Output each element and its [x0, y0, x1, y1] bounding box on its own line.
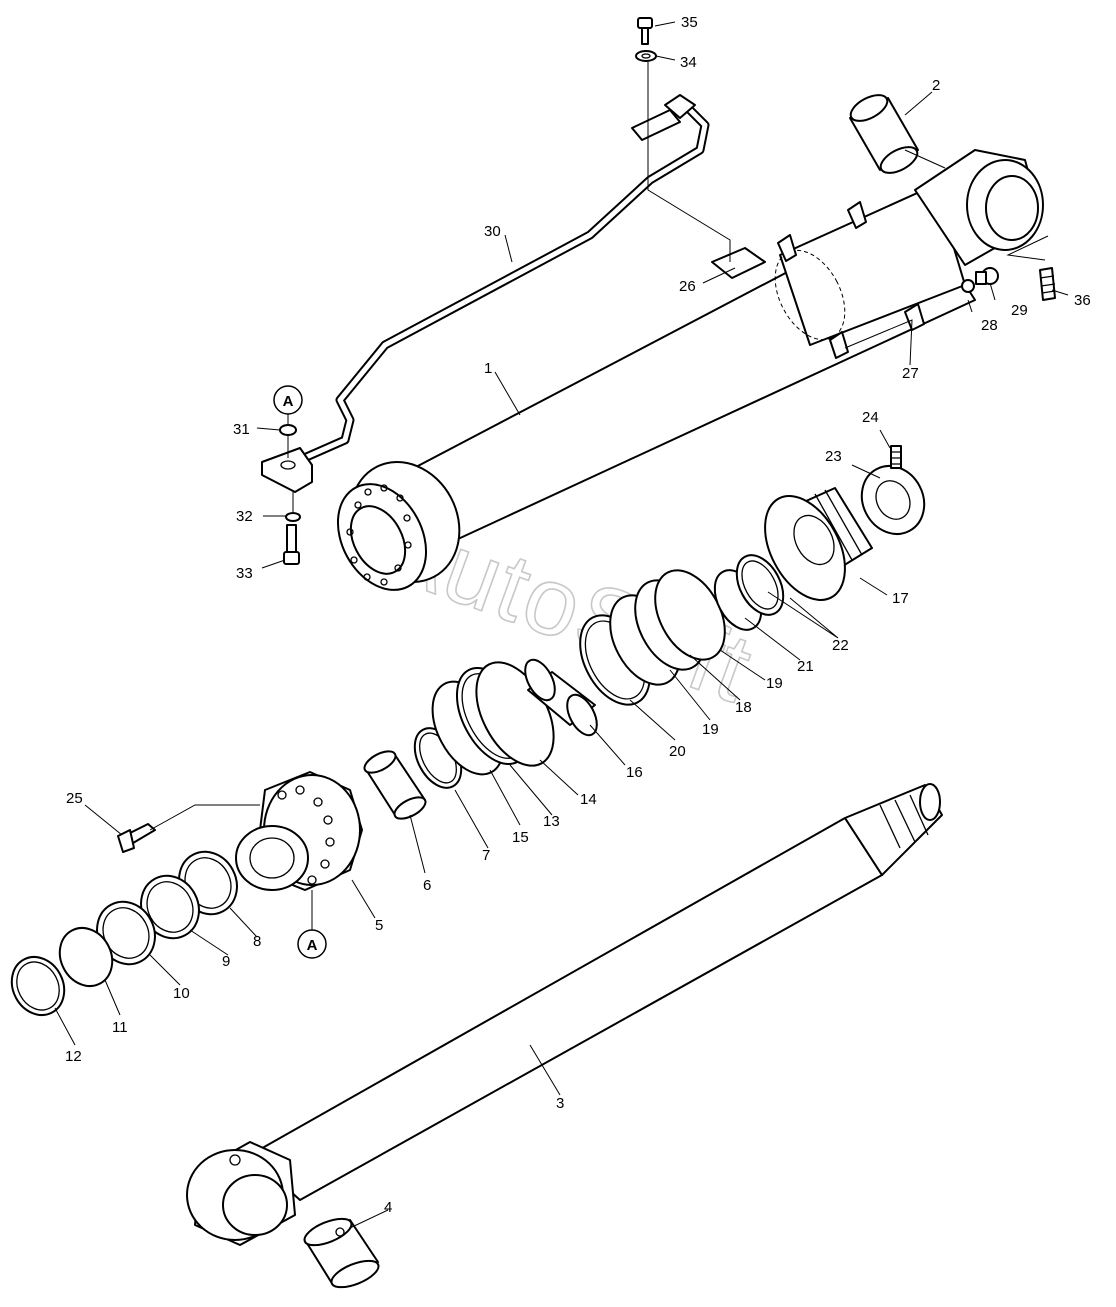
pipe-part-30 [261, 94, 710, 493]
label-part-29: 29 [1011, 302, 1028, 319]
label-part-35: 35 [681, 14, 698, 31]
label-part-3: 3 [556, 1095, 564, 1112]
label-part-21: 21 [797, 658, 814, 675]
label-part-24: 24 [862, 409, 879, 426]
leader-lines [54, 21, 1069, 1229]
seal-rings [10, 465, 926, 1016]
label-part-11: 11 [112, 1019, 128, 1036]
label-part-27: 27 [902, 365, 919, 382]
label-part-15: 15 [512, 829, 529, 846]
bushing-part-2 [849, 94, 919, 174]
hardware [117, 17, 1056, 853]
label-part-34: 34 [680, 54, 697, 71]
label-part-19a: 19 [766, 675, 783, 692]
svg-text:A: A [283, 393, 294, 410]
label-part-10: 10 [173, 985, 190, 1002]
label-part-14: 14 [580, 791, 597, 808]
piston-rod [186, 783, 943, 1246]
label-part-12: 12 [65, 1048, 82, 1065]
label-part-25: 25 [66, 790, 83, 807]
label-part-26: 26 [679, 278, 696, 295]
part-number-labels: 1 2 3 4 5 6 7 8 9 10 11 12 13 14 15 16 1… [65, 14, 1091, 1216]
label-part-31: 31 [233, 421, 250, 438]
label-part-22: 22 [832, 637, 849, 654]
label-part-8: 8 [253, 933, 261, 950]
label-part-5: 5 [375, 917, 383, 934]
label-part-4: 4 [384, 1199, 392, 1216]
cylinder-tube [336, 149, 1044, 591]
label-part-33: 33 [236, 565, 253, 582]
label-part-13: 13 [543, 813, 560, 830]
label-part-7: 7 [482, 847, 490, 864]
label-part-19b: 19 [702, 721, 719, 738]
label-part-6: 6 [423, 877, 431, 894]
label-part-30: 30 [484, 223, 501, 240]
svg-text:A: A [307, 937, 318, 954]
label-part-20: 20 [669, 743, 686, 760]
reference-callout-bottom: A [297, 929, 327, 959]
label-part-16: 16 [626, 764, 643, 781]
label-part-28: 28 [981, 317, 998, 334]
label-part-18: 18 [735, 699, 752, 716]
label-part-23: 23 [825, 448, 842, 465]
label-part-32: 32 [236, 508, 253, 525]
gland-part-5 [235, 771, 363, 891]
bushing-part-4 [303, 1217, 380, 1289]
label-part-17: 17 [892, 590, 909, 607]
reference-callout-top: A [273, 385, 303, 415]
label-part-2: 2 [932, 77, 940, 94]
label-part-9: 9 [222, 953, 230, 970]
label-part-1: 1 [484, 360, 492, 377]
label-part-36: 36 [1074, 292, 1091, 309]
